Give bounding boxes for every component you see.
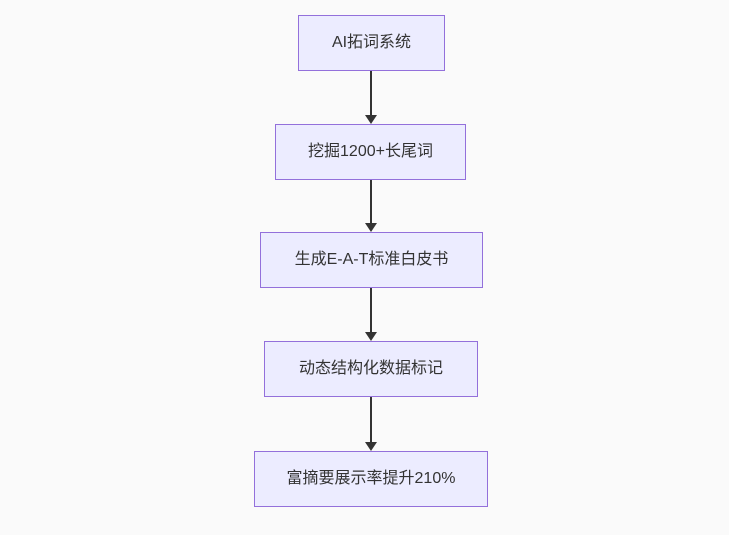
edge-n1-n2 [365, 71, 377, 124]
edge-line [370, 397, 372, 442]
flow-node-longtail-mining: 挖掘1200+长尾词 [275, 124, 466, 180]
arrowhead-down-icon [365, 115, 377, 124]
edge-line [370, 71, 372, 115]
edge-n4-n5 [365, 397, 377, 451]
flow-node-label: 挖掘1200+长尾词 [308, 143, 433, 160]
edge-n2-n3 [365, 180, 377, 232]
flow-node-label: 富摘要展示率提升210% [286, 470, 456, 487]
arrowhead-down-icon [365, 332, 377, 341]
edge-n3-n4 [365, 288, 377, 341]
edge-line [370, 180, 372, 223]
flow-node-label: 动态结构化数据标记 [298, 360, 443, 377]
arrowhead-down-icon [365, 442, 377, 451]
flow-node-rich-snippet-result: 富摘要展示率提升210% [254, 451, 488, 507]
edge-line [370, 288, 372, 332]
flow-node-label: 生成E-A-T标准白皮书 [294, 251, 449, 268]
flow-node-structured-data-markup: 动态结构化数据标记 [264, 341, 478, 397]
flow-node-ai-word-system: AI拓词系统 [298, 15, 445, 71]
arrowhead-down-icon [365, 223, 377, 232]
flow-node-eat-whitepaper: 生成E-A-T标准白皮书 [260, 232, 483, 288]
flow-node-label: AI拓词系统 [331, 34, 412, 51]
